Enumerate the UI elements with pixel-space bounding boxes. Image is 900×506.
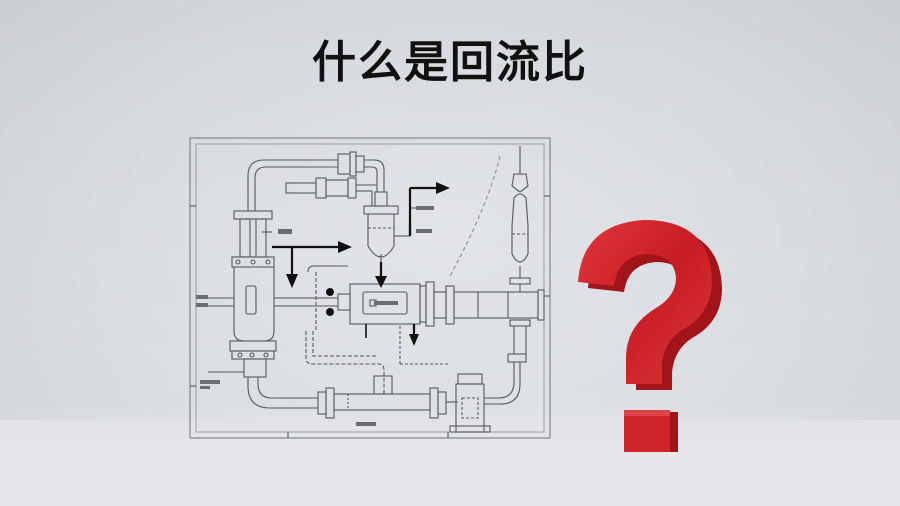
reflux-schematic-diagram — [189, 137, 551, 439]
floor — [0, 420, 900, 506]
question-mark-icon — [578, 220, 722, 452]
page-title: 什么是回流比 — [312, 37, 588, 88]
